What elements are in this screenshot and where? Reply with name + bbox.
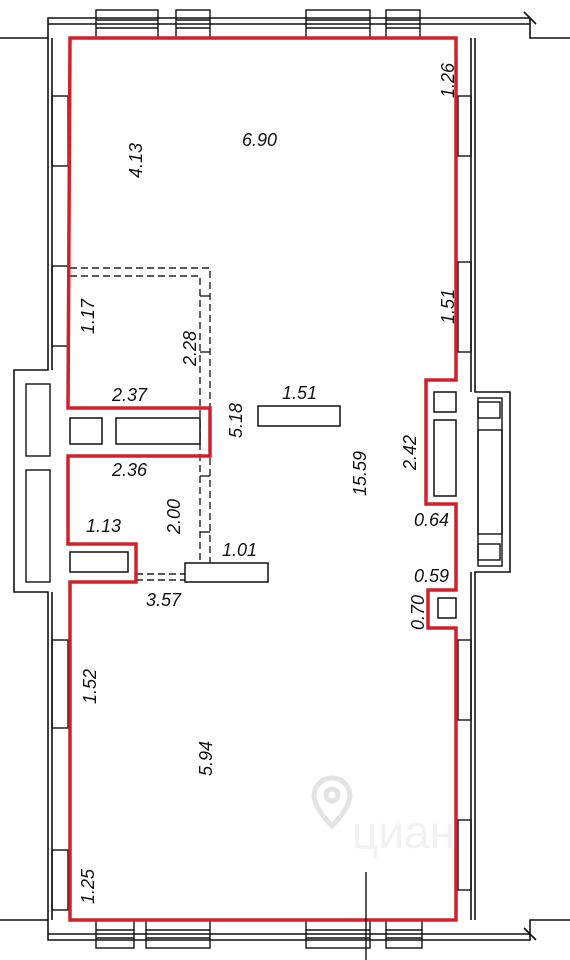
dim-small-right-niche-width: 0.59 xyxy=(414,566,449,586)
dim-small-niche-width: 1.13 xyxy=(86,516,121,536)
columns xyxy=(69,391,457,619)
windows-left xyxy=(25,95,69,911)
right-wall xyxy=(474,38,511,920)
dashed-ticks xyxy=(200,295,210,533)
dim-left-window-segment: 1.17 xyxy=(78,298,98,334)
dim-right-mid-segment: 1.51 xyxy=(438,289,458,324)
dim-left-lower-segment: 1.52 xyxy=(80,669,100,704)
dim-bottom-left-segment: 1.25 xyxy=(78,868,98,904)
dim-top-width: 6.90 xyxy=(242,130,277,150)
building-walls xyxy=(0,11,570,941)
beam-lower xyxy=(184,562,269,583)
small-niche-block xyxy=(69,551,129,573)
room-outline xyxy=(66,36,458,922)
dim-niche-top-width: 2.37 xyxy=(111,385,148,405)
right-niche-block xyxy=(433,419,457,497)
dim-beam-width: 1.01 xyxy=(222,540,257,560)
small-right-niche-block xyxy=(437,597,457,619)
dim-bottom-height: 5.94 xyxy=(196,741,216,776)
left-pier-upper xyxy=(25,383,51,457)
dim-column-width: 1.51 xyxy=(282,383,317,403)
left-pier-lower xyxy=(25,469,51,583)
watermark-text: циан xyxy=(352,806,455,858)
dim-dashed-lower-height: 2.00 xyxy=(164,499,184,535)
right-niche-block-top xyxy=(433,391,457,413)
watermark: циан xyxy=(311,775,455,858)
niche-block-left xyxy=(69,417,103,445)
dim-top-right-segment: 1.26 xyxy=(438,62,458,98)
dim-niche-height: 5.18 xyxy=(226,403,246,438)
windows-right xyxy=(457,95,503,891)
dim-dashed-height: 2.28 xyxy=(180,331,200,367)
left-wall xyxy=(13,38,49,920)
right-pier xyxy=(477,397,503,567)
dim-right-niche-height: 2.42 xyxy=(400,435,420,471)
niche-block-right xyxy=(115,417,201,445)
location-pin-icon xyxy=(311,775,353,830)
top-wall xyxy=(0,17,570,39)
dim-total-length: 15.59 xyxy=(350,451,370,496)
dimension-labels: 6.90 4.13 1.26 1.51 1.17 2.28 2.37 5.18 … xyxy=(78,62,458,904)
dim-niche-bottom-width: 2.36 xyxy=(111,460,148,480)
dim-bottom-span: 3.57 xyxy=(146,590,182,610)
dim-right-niche-depth: 0.64 xyxy=(414,510,449,530)
dim-top-left-height: 4.13 xyxy=(126,143,146,178)
column-central xyxy=(257,405,341,427)
dim-small-right-niche-height: 0.70 xyxy=(408,595,428,630)
bottom-wall xyxy=(0,919,570,941)
